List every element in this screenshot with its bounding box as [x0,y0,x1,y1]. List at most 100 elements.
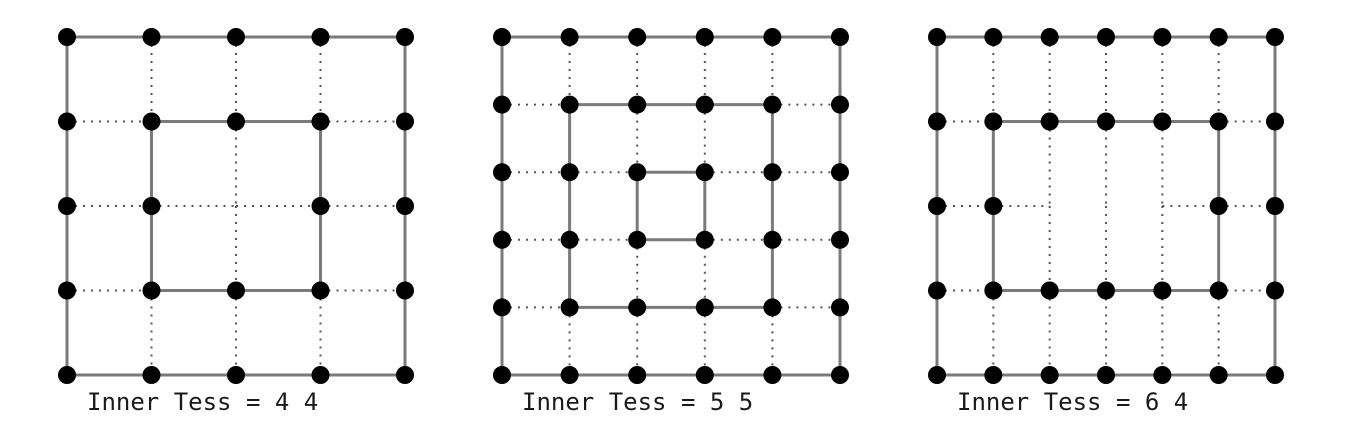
tess-panel-4-4: Inner Tess = 4 4 [58,28,414,416]
tess-caption: Inner Tess = 5 5 [522,388,753,416]
vertex-dot [1153,281,1172,300]
vertex-dot [493,366,511,384]
vertex-dot [695,298,714,317]
vertex-dot [311,112,330,131]
vertex-dot [695,163,714,182]
vertex-dot [560,28,579,46]
vertex-dot [695,230,714,249]
vertex-dot [142,197,161,215]
vertex-dot [1097,112,1115,131]
vertex-dot [1209,28,1228,46]
vertex-dot [1266,281,1284,300]
vertex-dot [58,366,76,384]
tess-panel-6-4: Inner Tess = 6 4 [928,28,1284,416]
vertex-dot [58,281,76,300]
vertex-dot [311,28,330,46]
vertex-dot [928,281,946,300]
vertex-dot [396,28,414,46]
vertex-dot [831,366,849,384]
vertex-dot [1266,366,1284,384]
vertex-dot [984,112,1003,131]
vertex-dot [560,298,579,317]
vertex-dot [763,298,782,317]
vertex-dot [1266,28,1284,46]
vertex-dot [58,112,76,131]
vertex-dot [493,298,511,317]
vertex-dot [928,197,946,215]
vertex-dot [1209,197,1228,215]
vertex-dot [831,298,849,317]
vertex-dot [628,230,647,249]
vertex-dot [311,281,330,300]
vertex-dot [1040,281,1059,300]
vertex-dot [493,28,511,46]
vertex-dot [560,95,579,114]
vertex-dot [396,197,414,215]
vertex-dot [1153,366,1172,384]
vertex-dot [58,28,76,46]
vertex-dot [311,366,330,384]
vertex-dot [984,366,1003,384]
tess-caption: Inner Tess = 6 4 [957,388,1188,416]
vertex-dot [227,281,245,300]
vertex-dot [928,366,946,384]
vertex-dot [1209,281,1228,300]
vertex-dot [142,281,161,300]
vertex-dot [831,28,849,46]
vertex-dot [984,197,1003,215]
vertex-dot [142,366,161,384]
vertex-dot [831,230,849,249]
vertex-dot [311,197,330,215]
vertex-dot [763,366,782,384]
vertex-dot [628,366,647,384]
vertex-dot [58,197,76,215]
vertex-dot [493,230,511,249]
vertex-dot [396,112,414,131]
vertex-dot [1097,28,1115,46]
vertex-dot [227,112,245,131]
vertex-dot [831,163,849,182]
vertex-dot [1266,197,1284,215]
vertex-dot [227,366,245,384]
vertex-dot [396,281,414,300]
vertex-dot [1153,112,1172,131]
vertex-dot [628,28,647,46]
vertex-dot [984,281,1003,300]
vertex-dot [1209,112,1228,131]
vertex-dot [142,28,161,46]
vertex-dot [1266,112,1284,131]
vertex-dot [928,28,946,46]
vertex-dot [1097,281,1115,300]
vertex-dot [763,230,782,249]
vertex-dot [1153,28,1172,46]
vertex-dot [695,366,714,384]
vertex-dot [628,163,647,182]
vertex-dot [831,95,849,114]
vertex-dot [396,366,414,384]
vertex-dot [763,95,782,114]
vertex-dot [560,163,579,182]
vertex-dot [142,112,161,131]
vertex-dot [493,95,511,114]
vertex-dot [984,28,1003,46]
tess-grid [493,28,849,384]
vertex-dot [1097,366,1115,384]
vertex-dot [1209,366,1228,384]
vertex-dot [928,112,946,131]
tess-panel-5-5: Inner Tess = 5 5 [493,28,849,416]
tess-grid [58,28,414,384]
vertex-dot [628,95,647,114]
vertex-dot [763,163,782,182]
vertex-dot [763,28,782,46]
vertex-dot [1040,366,1059,384]
vertex-dot [1040,28,1059,46]
vertex-dot [560,366,579,384]
vertex-dot [695,95,714,114]
vertex-dot [1040,112,1059,131]
tess-grid [928,28,1284,384]
vertex-dot [560,230,579,249]
vertex-dot [628,298,647,317]
vertex-dot [493,163,511,182]
vertex-dot [227,28,245,46]
